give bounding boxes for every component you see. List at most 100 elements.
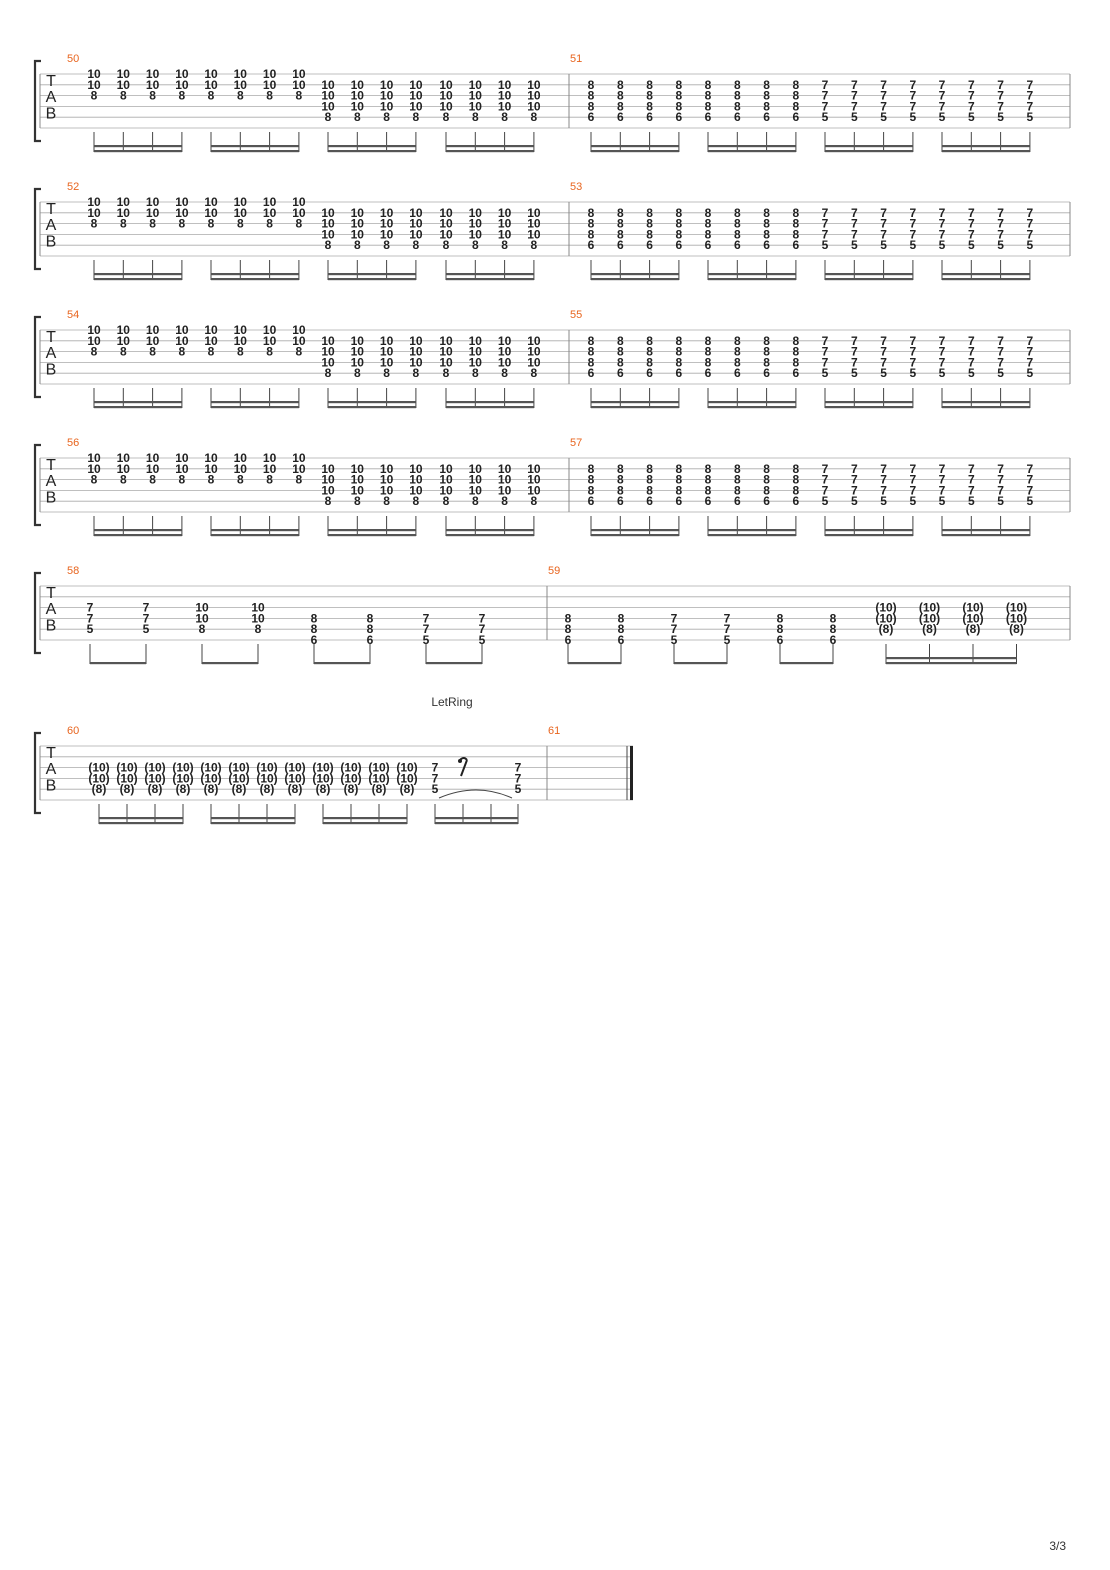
fret-number: 8 bbox=[617, 345, 624, 359]
fret-number: 8 bbox=[676, 89, 683, 103]
fret-number: 7 bbox=[880, 355, 887, 369]
fret-number: 8 bbox=[793, 206, 800, 220]
fret-number: 8 bbox=[676, 462, 683, 476]
fret-number: 5 bbox=[939, 366, 946, 380]
beam bbox=[435, 817, 518, 820]
fret-number: 7 bbox=[724, 611, 731, 625]
fret-number: (8) bbox=[204, 782, 219, 796]
tab-clef-letter: T bbox=[46, 585, 56, 602]
fret-number: 10 bbox=[380, 227, 394, 241]
beam bbox=[94, 406, 182, 409]
fret-number: 5 bbox=[423, 633, 430, 647]
tab-clef-letter: A bbox=[46, 217, 57, 234]
fret-number: 8 bbox=[311, 622, 318, 636]
fret-number: 10 bbox=[380, 462, 394, 476]
fret-number: 5 bbox=[997, 366, 1004, 380]
fret-number: 6 bbox=[588, 366, 595, 380]
beam bbox=[942, 150, 1030, 153]
fret-number: 7 bbox=[939, 355, 946, 369]
fret-number: 10 bbox=[117, 195, 131, 209]
fret-number: 8 bbox=[763, 99, 770, 113]
fret-number: 7 bbox=[822, 345, 829, 359]
fret-number: 7 bbox=[997, 345, 1004, 359]
fret-number: 7 bbox=[997, 217, 1004, 231]
fret-number: 8 bbox=[413, 238, 420, 252]
fret-number: 7 bbox=[910, 206, 917, 220]
beam bbox=[886, 657, 1017, 660]
beam bbox=[211, 534, 299, 537]
beam bbox=[94, 534, 182, 537]
beam bbox=[825, 278, 913, 281]
fret-number: 7 bbox=[939, 206, 946, 220]
fret-number: 6 bbox=[617, 238, 624, 252]
beam bbox=[591, 534, 679, 537]
fret-number: 10 bbox=[380, 483, 394, 497]
fret-number: 5 bbox=[851, 494, 858, 508]
fret-number: 8 bbox=[501, 494, 508, 508]
fret-number: 5 bbox=[968, 238, 975, 252]
fret-number: (10) bbox=[200, 771, 221, 785]
system-bracket bbox=[33, 187, 41, 271]
fret-number: 8 bbox=[646, 483, 653, 497]
fret-number: 7 bbox=[939, 462, 946, 476]
fret-number: 10 bbox=[469, 99, 483, 113]
fret-number: 8 bbox=[830, 622, 837, 636]
fret-number: 5 bbox=[880, 238, 887, 252]
fret-number: 6 bbox=[705, 238, 712, 252]
fret-number: 8 bbox=[501, 366, 508, 380]
fret-number: 10 bbox=[469, 483, 483, 497]
fret-number: (10) bbox=[919, 601, 940, 615]
fret-number: 5 bbox=[880, 366, 887, 380]
fret-number: 8 bbox=[617, 483, 624, 497]
beam bbox=[328, 273, 416, 276]
fret-number: 7 bbox=[880, 473, 887, 487]
fret-number: 8 bbox=[120, 345, 127, 359]
fret-number: 8 bbox=[763, 217, 770, 231]
fret-number: 10 bbox=[87, 323, 101, 337]
fret-number: 10 bbox=[469, 345, 483, 359]
bar-number: 51 bbox=[570, 53, 582, 65]
fret-number: 10 bbox=[117, 334, 131, 348]
fret-number: 8 bbox=[793, 334, 800, 348]
fret-number: 8 bbox=[617, 473, 624, 487]
beam bbox=[94, 278, 182, 281]
fret-number: 6 bbox=[676, 110, 683, 124]
fret-number: 10 bbox=[251, 611, 265, 625]
fret-number: 8 bbox=[734, 473, 741, 487]
fret-number: 8 bbox=[705, 99, 712, 113]
fret-number: 8 bbox=[676, 227, 683, 241]
fret-number: 10 bbox=[439, 473, 453, 487]
beam bbox=[591, 401, 679, 404]
beam bbox=[708, 529, 796, 532]
fret-number: 8 bbox=[646, 206, 653, 220]
fret-number: 10 bbox=[321, 483, 335, 497]
fret-number: 8 bbox=[705, 227, 712, 241]
fret-number: 8 bbox=[266, 217, 273, 231]
fret-number: 8 bbox=[531, 494, 538, 508]
fret-number: 5 bbox=[880, 110, 887, 124]
fret-number: 10 bbox=[351, 334, 365, 348]
system-bracket bbox=[33, 731, 41, 815]
fret-number: 8 bbox=[646, 89, 653, 103]
fret-number: 5 bbox=[910, 238, 917, 252]
tab-clef-letter: B bbox=[46, 489, 57, 506]
fret-number: 10 bbox=[87, 195, 101, 209]
fret-number: 7 bbox=[851, 334, 858, 348]
tab-clef-letter: B bbox=[46, 105, 57, 122]
fret-number: 8 bbox=[763, 89, 770, 103]
beam bbox=[94, 401, 182, 404]
fret-number: (10) bbox=[312, 771, 333, 785]
fret-number: (10) bbox=[88, 771, 109, 785]
fret-number: (10) bbox=[368, 761, 389, 775]
fret-number: 10 bbox=[351, 483, 365, 497]
beam bbox=[708, 273, 796, 276]
fret-number: (10) bbox=[312, 761, 333, 775]
fret-number: 7 bbox=[997, 78, 1004, 92]
fret-number: 7 bbox=[851, 355, 858, 369]
fret-number: 5 bbox=[724, 633, 731, 647]
fret-number: 7 bbox=[939, 99, 946, 113]
beam bbox=[591, 529, 679, 532]
beam bbox=[886, 662, 1017, 665]
fret-number: 10 bbox=[439, 89, 453, 103]
fret-number: 8 bbox=[565, 611, 572, 625]
